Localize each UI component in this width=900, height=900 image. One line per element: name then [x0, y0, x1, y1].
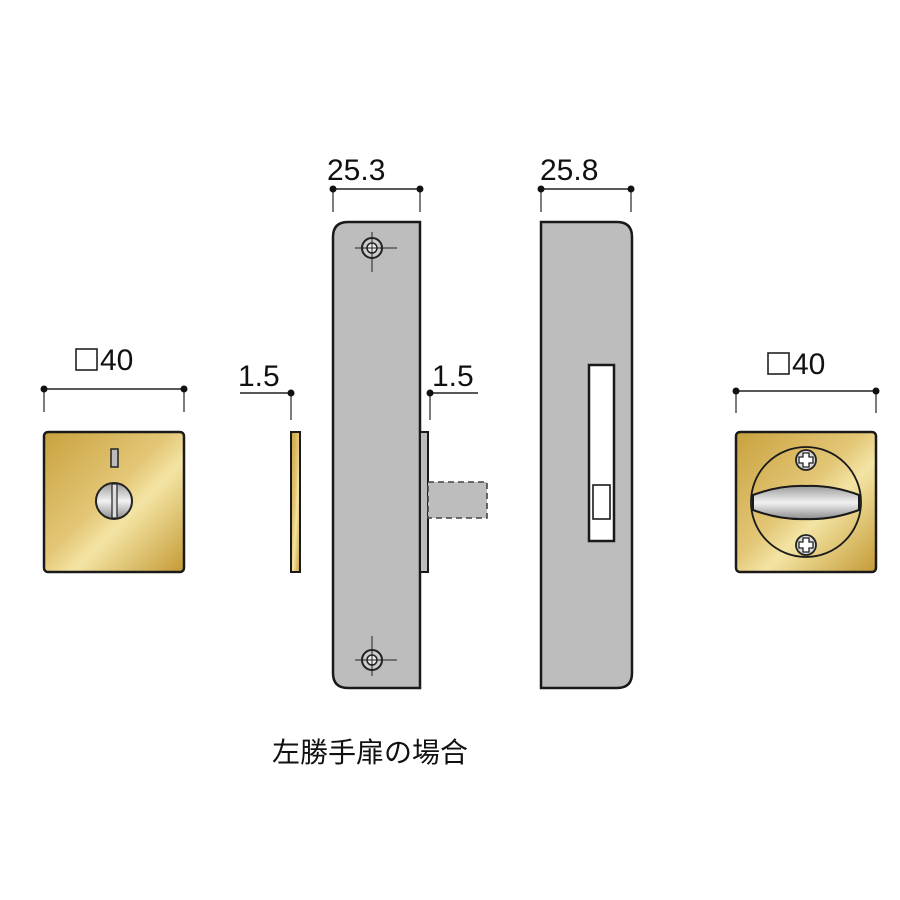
spindle	[427, 481, 488, 519]
thumbturn-plate	[734, 430, 878, 574]
strike-case-right	[539, 220, 634, 690]
spacer-dimension: 1.5	[238, 360, 295, 420]
spacer-plate	[290, 431, 301, 573]
right-plate-dimension: 40	[732, 348, 880, 413]
left-escutcheon-plate	[42, 430, 186, 574]
square-symbol-icon	[75, 348, 98, 371]
left-plate-size: 40	[100, 344, 133, 377]
left-case-dimension: 25.3	[327, 154, 424, 212]
right-plate-size: 40	[792, 348, 825, 381]
screw-icon	[795, 534, 817, 556]
strike-thickness: 1.5	[432, 360, 474, 393]
screw-hole-icon	[355, 232, 397, 272]
caption: 左勝手扉の場合	[272, 736, 468, 769]
screw-icon	[795, 449, 817, 471]
right-case-width: 25.8	[540, 154, 598, 187]
indicator-slot	[110, 448, 119, 468]
thumbturn-handle	[752, 484, 860, 521]
left-case-width: 25.3	[327, 154, 385, 187]
spacer-thickness: 1.5	[238, 360, 280, 393]
left-plate-dimension: 40	[40, 344, 188, 412]
strike-dimension: 1.5	[426, 360, 478, 420]
lock-case-left	[331, 220, 488, 690]
screw-hole-icon	[355, 636, 397, 676]
face-plate	[419, 431, 429, 573]
square-symbol-icon	[767, 352, 790, 375]
right-case-dimension: 25.8	[537, 154, 635, 212]
